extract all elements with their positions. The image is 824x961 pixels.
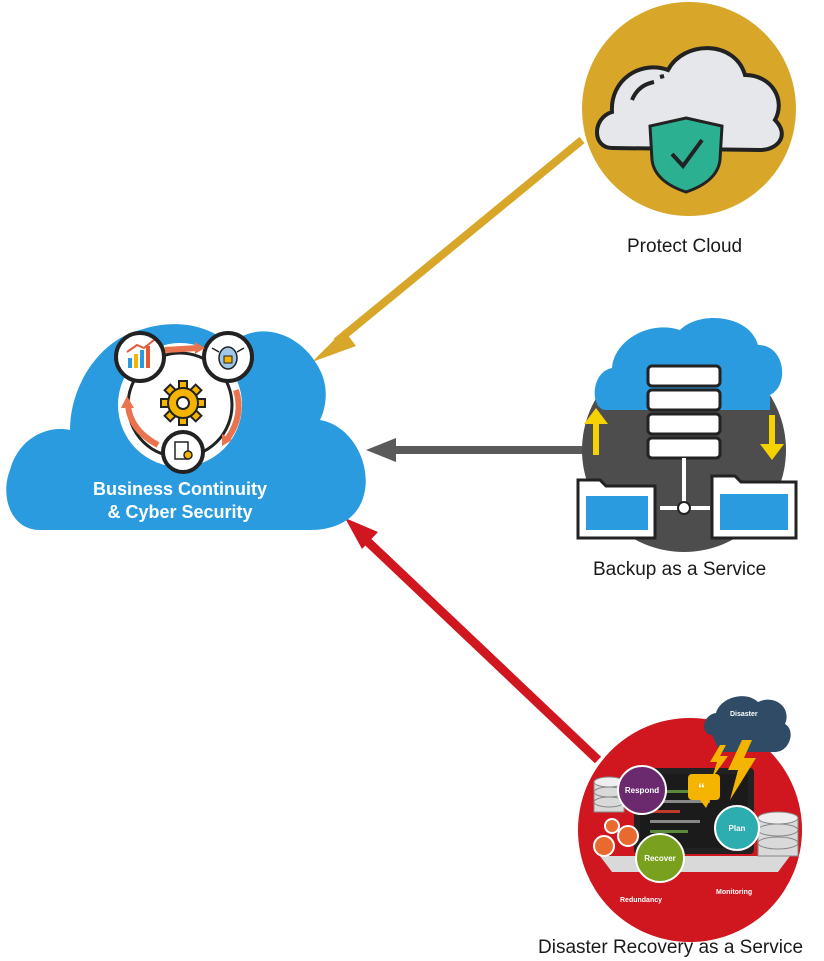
- recover-label: Recover: [644, 854, 676, 863]
- gear-icon: [160, 380, 206, 426]
- document-search-icon: [161, 430, 205, 474]
- arrow-disaster-recovery: [345, 518, 602, 764]
- folder-left-icon: [576, 478, 657, 540]
- backup-label: Backup as a Service: [593, 559, 767, 580]
- plan-badge: Plan: [714, 805, 760, 851]
- disaster-cloud-label: Disaster: [730, 711, 758, 718]
- gears-icon: [593, 818, 639, 857]
- respond-label: Respond: [625, 786, 659, 795]
- download-arrow-icon: [760, 415, 784, 460]
- monitoring-label: Monitoring: [716, 889, 752, 896]
- backup-node: [576, 318, 798, 552]
- hub-title-line2: & Cyber Security: [107, 502, 253, 522]
- shield-check-icon: [648, 116, 724, 194]
- protect-cloud-node: [582, 2, 796, 216]
- recover-badge: Recover: [635, 833, 685, 883]
- disaster-recovery-node: Disaster “: [578, 696, 802, 942]
- speech-bubble-icon: “: [688, 774, 720, 808]
- lightning-icon: [710, 740, 756, 800]
- arrow-protect-cloud: [312, 136, 585, 362]
- upload-arrow-icon: [584, 408, 608, 455]
- arrow-backup: [366, 438, 585, 462]
- hub-cloud: [6, 324, 366, 530]
- respond-badge: Respond: [617, 765, 667, 815]
- chart-icon: [114, 331, 166, 383]
- folder-right-icon: [710, 474, 798, 540]
- database-right-icon: [757, 811, 799, 857]
- redundancy-label: Redundancy: [620, 897, 662, 904]
- hub-title: Business Continuity & Cyber Security: [40, 478, 320, 524]
- bug-lock-icon: [202, 331, 254, 383]
- hub-title-line1: Business Continuity: [92, 479, 267, 499]
- plan-label: Plan: [729, 824, 746, 833]
- disaster-cloud-icon: Disaster: [704, 696, 791, 752]
- protect-cloud-label: Protect Cloud: [627, 236, 743, 257]
- svg-text:“: “: [698, 780, 705, 796]
- disaster-recovery-label: Disaster Recovery as a Service: [538, 937, 804, 958]
